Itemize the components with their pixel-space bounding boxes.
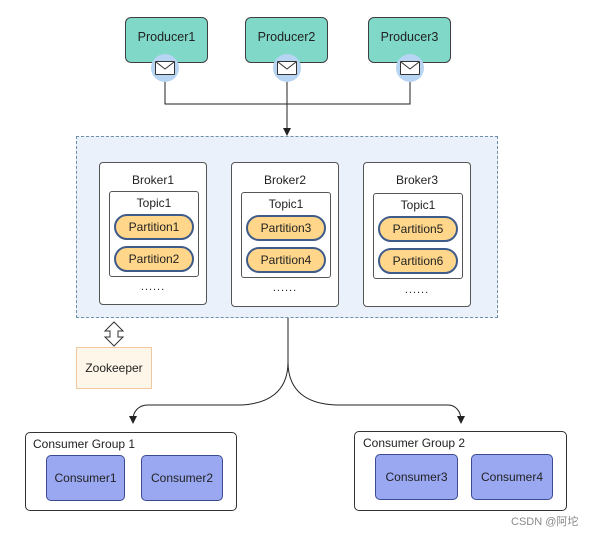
zookeeper-double-arrow-icon [103,321,125,347]
broker-3-topic-label: Topic1 [400,198,436,212]
consumer-2: Consumer2 [141,455,223,501]
partition-6-label: Partition6 [392,254,444,268]
broker-1-label: Broker1 [131,173,175,187]
consumer-group-2-label: Consumer Group 2 [363,436,466,450]
zookeeper-label: Zookeeper [85,361,143,375]
broker-3-more: ...... [404,284,430,296]
mail-icon [396,54,424,82]
broker-2-label: Broker2 [263,173,307,187]
broker-2-topic-label: Topic1 [268,197,304,211]
cluster-to-group2-arrow [287,361,465,424]
broker-3: Broker3 Topic1 Partition5 Partition6 ...… [363,162,471,307]
partition-1-label: Partition1 [128,220,180,234]
partition-1: Partition1 [114,214,194,240]
consumer-4: Consumer4 [471,454,553,500]
broker-2-more: ...... [272,282,298,294]
partition-5: Partition5 [378,216,458,242]
consumer-group-1-label: Consumer Group 1 [33,437,136,451]
zookeeper: Zookeeper [76,347,152,389]
broker-1-topic-label: Topic1 [136,196,172,210]
broker-2-topic: Topic1 Partition3 Partition4 [241,192,331,278]
partition-6: Partition6 [378,248,458,274]
broker-1-more: ...... [140,281,166,293]
consumer-3: Consumer3 [375,454,458,500]
consumer-4-label: Consumer4 [480,470,544,484]
partition-3-label: Partition3 [260,221,312,235]
broker-3-topic: Topic1 Partition5 Partition6 [373,193,463,279]
partition-2-label: Partition2 [128,252,180,266]
partition-2: Partition2 [114,246,194,272]
mail-icon [273,54,301,82]
broker-1: Broker1 Topic1 Partition1 Partition2 ...… [99,162,207,305]
producer-2-label: Producer2 [257,30,316,44]
producer-1: Producer1 [125,17,208,63]
producer-3-label: Producer3 [380,30,439,44]
broker-2: Broker2 Topic1 Partition3 Partition4 ...… [231,162,339,307]
partition-4-label: Partition4 [260,253,312,267]
partition-5-label: Partition5 [392,222,444,236]
cluster-to-group1-arrow [129,318,289,424]
consumer-group-2: Consumer Group 2 Consumer3 Consumer4 [354,431,567,511]
watermark: CSDN @阿坨 [511,516,579,528]
broker-3-label: Broker3 [395,173,439,187]
partition-4: Partition4 [246,247,326,273]
consumer-group-1: Consumer Group 1 Consumer1 Consumer2 [25,432,237,511]
consumer-1-label: Consumer1 [54,471,117,485]
broker-1-topic: Topic1 Partition1 Partition2 [109,191,199,277]
consumer-2-label: Consumer2 [150,471,214,485]
producer-1-label: Producer1 [137,30,196,44]
consumer-1: Consumer1 [46,455,125,501]
partition-3: Partition3 [246,215,326,241]
consumer-3-label: Consumer3 [385,470,448,484]
mail-icon [151,54,179,82]
